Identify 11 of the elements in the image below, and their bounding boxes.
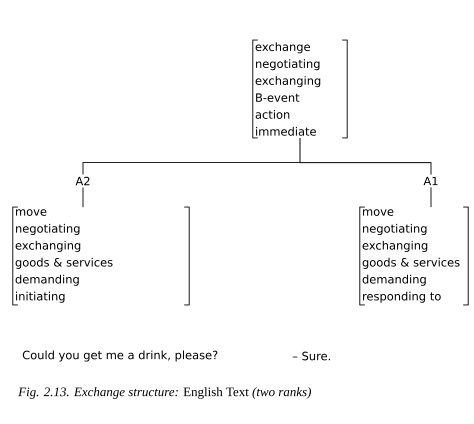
feature-matrix: move negotiating exchanging goods & services demanding initiating bbox=[12, 206, 190, 306]
feature-matrix: move negotiating exchanging goods & services demanding responding to bbox=[359, 206, 469, 306]
example-text: – Sure. bbox=[292, 352, 330, 360]
tree-line bbox=[300, 138, 432, 176]
node-label: A2 bbox=[76, 176, 90, 186]
caption: Fig. 2.13. Exchange structure: English Text (two ranks) bbox=[18, 387, 312, 399]
tree-line bbox=[82, 187, 84, 208]
node-label: A1 bbox=[424, 176, 438, 186]
tree-line bbox=[430, 186, 432, 208]
example-text: Could you get me a drink, please? bbox=[22, 350, 218, 362]
feature-matrix: exchange negotiating exchanging B-event action immediate bbox=[252, 40, 348, 138]
